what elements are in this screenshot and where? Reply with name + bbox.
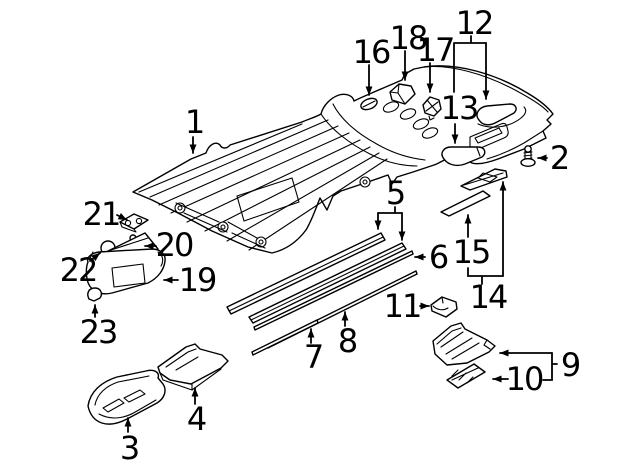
callout-1: 1: [185, 103, 203, 141]
callout-10: 10: [506, 360, 543, 398]
console-lens: [446, 363, 486, 389]
callout-23: 23: [80, 313, 117, 351]
callout-18: 18: [390, 19, 427, 57]
sun-visor: [85, 232, 166, 295]
callout-11: 11: [384, 287, 421, 325]
callout-17: 17: [417, 31, 454, 69]
callout-labels: 1 2 3 4 5 6 7 8 9 10 11 12 13 14 15 16 1…: [60, 4, 582, 467]
leader-22: [89, 252, 101, 262]
visor-clip: [87, 287, 103, 302]
grab-handle-upper: [476, 103, 527, 128]
callout-16: 16: [353, 33, 390, 71]
bracket-plate: [119, 213, 149, 233]
grab-handle-lower: [441, 146, 486, 167]
callout-15: 15: [453, 233, 490, 271]
callout-14: 14: [470, 278, 507, 316]
leader-5-bracket: [377, 206, 403, 214]
callout-7: 7: [304, 338, 322, 376]
rear-trim-strip: [460, 168, 508, 191]
console-housing: [157, 343, 229, 391]
callout-13: 13: [441, 89, 478, 127]
leader-9-bracket: [542, 352, 558, 381]
overhead-console: [87, 369, 166, 425]
callout-12: 12: [456, 4, 493, 42]
oval-clip: [360, 97, 378, 111]
rear-console: [432, 322, 496, 366]
callout-19: 19: [179, 261, 216, 299]
small-clip-box: [430, 296, 458, 318]
leader-14-bracket: [467, 267, 504, 285]
callout-5: 5: [386, 174, 404, 212]
box-clip: [389, 83, 416, 105]
leader-lines: [89, 35, 558, 433]
callout-8: 8: [338, 322, 357, 360]
callout-22: 22: [60, 251, 97, 289]
rail-strips: [226, 232, 418, 356]
vent-ovals: [382, 101, 439, 139]
screw-right: [520, 145, 536, 167]
callout-9: 9: [561, 346, 580, 384]
leader-12-bracket: [453, 35, 487, 93]
callout-4: 4: [187, 400, 206, 438]
hex-clip: [422, 96, 442, 121]
callout-20: 20: [156, 226, 193, 264]
callout-6: 6: [429, 238, 448, 276]
callout-2: 2: [550, 139, 568, 177]
headliner-panel: [132, 65, 554, 254]
callout-21: 21: [83, 195, 120, 233]
leader-21: [116, 213, 128, 221]
pad-strip: [440, 190, 491, 217]
callout-3: 3: [120, 429, 138, 467]
